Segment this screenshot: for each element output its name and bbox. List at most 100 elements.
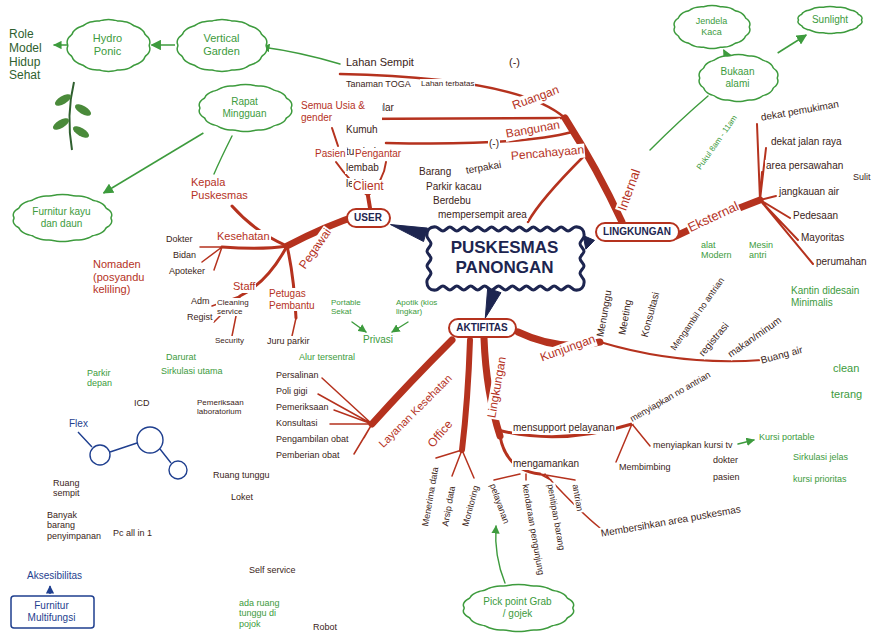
node-text-group: Hydro Ponic bbox=[83, 32, 133, 58]
branch-label: Pukul 8am - 11am bbox=[694, 113, 740, 173]
sketch-circle bbox=[90, 445, 110, 465]
branch-label: Robot bbox=[312, 622, 338, 632]
main-branch-box: USER bbox=[346, 208, 391, 228]
branch-label: Darurat bbox=[165, 352, 197, 362]
box-outline bbox=[347, 209, 390, 227]
idea-cloud: Vertical Garden bbox=[175, 18, 269, 73]
node-text-group: AKTIFITAS bbox=[456, 322, 509, 334]
node-text: Sunlight bbox=[811, 14, 849, 26]
idea-cloud: Rapat Mingguan bbox=[197, 83, 294, 133]
branch-label: Role Model Hidup Sehat bbox=[8, 28, 50, 83]
branch-label: Dokter bbox=[165, 234, 194, 244]
note-arrow bbox=[262, 47, 340, 64]
note-line bbox=[650, 96, 708, 150]
branch-label: Petugas Pembantu bbox=[268, 288, 320, 311]
branch-line bbox=[616, 424, 650, 462]
branch-label: Konsultasi bbox=[638, 290, 662, 339]
branch-label: Security bbox=[214, 336, 245, 345]
branch-label: Aksesibilitas bbox=[26, 570, 83, 582]
branch-label: Client bbox=[352, 180, 385, 194]
idea-cloud: Furnitur kayu dan daun bbox=[11, 193, 114, 243]
node-text-group: Rapat Mingguan bbox=[216, 96, 274, 120]
node-text-group: LINGKUNGAN bbox=[603, 226, 672, 238]
red-branches bbox=[200, 74, 813, 528]
branch-label: alat Modern bbox=[700, 240, 740, 261]
note-arrow bbox=[738, 440, 754, 444]
branch-label: Office bbox=[425, 417, 457, 451]
branch-label: Poli gigi bbox=[275, 386, 309, 396]
arrow-connector bbox=[724, 50, 726, 53]
plant-leaf bbox=[71, 124, 91, 140]
branch-label: mengamankan bbox=[512, 458, 580, 470]
branch-label: Pengambilan obat bbox=[275, 434, 350, 444]
note-arrow bbox=[392, 322, 408, 332]
branch-label: Kesehatan bbox=[216, 230, 271, 243]
branch-label: Pengantar bbox=[354, 148, 402, 160]
main-branch-box: AKTIFITAS bbox=[448, 318, 517, 338]
node-text: Jendela Kaca bbox=[689, 16, 734, 38]
branch-label: Privasi bbox=[362, 334, 394, 346]
branch-label: Monitoring bbox=[460, 483, 481, 528]
branch-label: Pemberian obat bbox=[275, 450, 341, 460]
sketch-line bbox=[78, 432, 171, 463]
node-text: Furnitur Multifungsi bbox=[17, 600, 87, 624]
branch-label: ada ruang tunggu di pojok bbox=[238, 598, 298, 629]
branch-label: clean bbox=[832, 362, 860, 375]
node-text: AKTIFITAS bbox=[456, 322, 509, 334]
node-text-group: Bukaan alami bbox=[714, 66, 762, 90]
idea-cloud: Sunlight bbox=[796, 5, 864, 35]
branch-label: Portable Sekat bbox=[330, 298, 372, 316]
branch-label: (-) bbox=[488, 138, 500, 150]
branch-line bbox=[462, 340, 470, 450]
branch-label: Cleaning service bbox=[216, 298, 258, 316]
branch-label: terpakai bbox=[464, 159, 503, 177]
wavy-outline bbox=[426, 226, 583, 289]
branch-line bbox=[368, 196, 370, 208]
branch-label: Buang air bbox=[759, 344, 805, 367]
box-outline bbox=[11, 596, 94, 628]
idea-box: Furnitur Multifungsi bbox=[10, 595, 95, 629]
box-outline bbox=[596, 223, 679, 241]
sketch-circle bbox=[169, 461, 187, 479]
branch-label: Lahan terbatas bbox=[420, 79, 475, 88]
node-text: Hydro Ponic bbox=[83, 32, 133, 58]
plant-drawing bbox=[51, 82, 93, 150]
branch-label: Tanaman TOGA bbox=[345, 79, 412, 89]
branch-label: perumahan bbox=[815, 256, 868, 268]
branch-line bbox=[565, 118, 622, 222]
node-text: LINGKUNGAN bbox=[603, 226, 672, 238]
cloud-outline bbox=[67, 19, 150, 71]
branch-label: mempersempit area bbox=[437, 209, 528, 221]
branch-line bbox=[292, 318, 296, 336]
node-text-group: USER bbox=[354, 212, 383, 224]
branch-label: Kantin didesain Minimalis bbox=[790, 285, 877, 308]
branch-label: Pencahayaan bbox=[509, 143, 585, 163]
node-text: Pick point Grab / gojek bbox=[483, 596, 553, 620]
branch-label: Self service bbox=[248, 565, 297, 575]
note-arrow bbox=[496, 526, 505, 583]
branch-label: Ruang tunggu bbox=[212, 470, 271, 480]
branch-label: dokter bbox=[712, 455, 739, 465]
node-text: Rapat Mingguan bbox=[216, 96, 274, 120]
branch-label: penitipan barang bbox=[545, 482, 567, 552]
branch-label: Menerima data bbox=[420, 465, 441, 528]
cloud-outline bbox=[699, 55, 778, 102]
cloud-outline bbox=[674, 6, 750, 49]
branch-label: Semua Usia & gender bbox=[300, 100, 382, 123]
branch-label: dekat pemukiman bbox=[759, 98, 841, 123]
branch-label: Membersihkan area puskesmas bbox=[599, 503, 743, 539]
node-text-group: Vertical Garden bbox=[194, 32, 249, 58]
node-text: Vertical Garden bbox=[194, 32, 249, 58]
branch-label: Pasien bbox=[314, 148, 347, 160]
node-text-group: Jendela Kaca bbox=[689, 16, 734, 38]
branch-label: Banyak barang penyimpanan bbox=[46, 510, 106, 541]
branch-line bbox=[222, 246, 287, 248]
branch-label: antrian bbox=[570, 482, 585, 513]
branch-label: Internal bbox=[615, 166, 645, 214]
cloud-outline bbox=[798, 7, 862, 34]
note-arrow bbox=[49, 586, 50, 594]
note-line bbox=[214, 136, 232, 174]
box-outline bbox=[449, 319, 516, 337]
branch-label: Sirkulasi utama bbox=[160, 366, 224, 376]
